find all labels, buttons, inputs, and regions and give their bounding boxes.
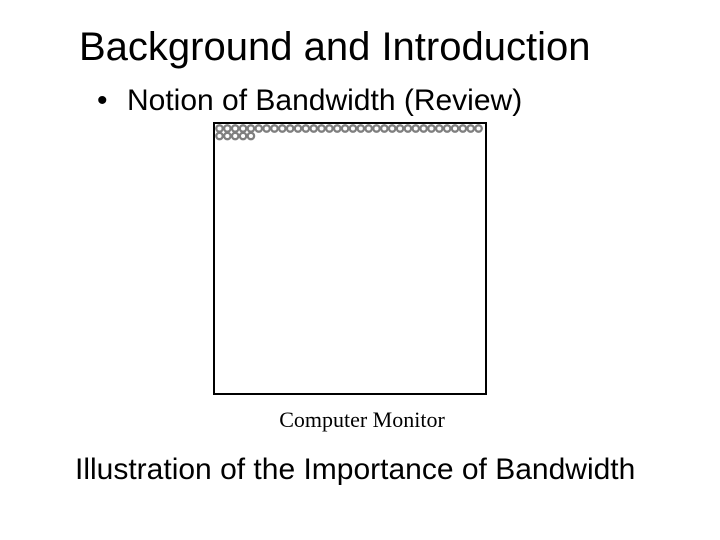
slide-title: Background and Introduction: [79, 25, 591, 69]
bullet-icon: •: [97, 84, 108, 117]
computer-monitor-rect: [213, 122, 487, 395]
bandwidth-fill-pattern-icon: [215, 124, 483, 141]
monitor-caption: Computer Monitor: [279, 407, 445, 432]
footer-text: Illustration of the Importance of Bandwi…: [75, 453, 636, 486]
bullet-text: Notion of Bandwidth (Review): [127, 84, 523, 117]
